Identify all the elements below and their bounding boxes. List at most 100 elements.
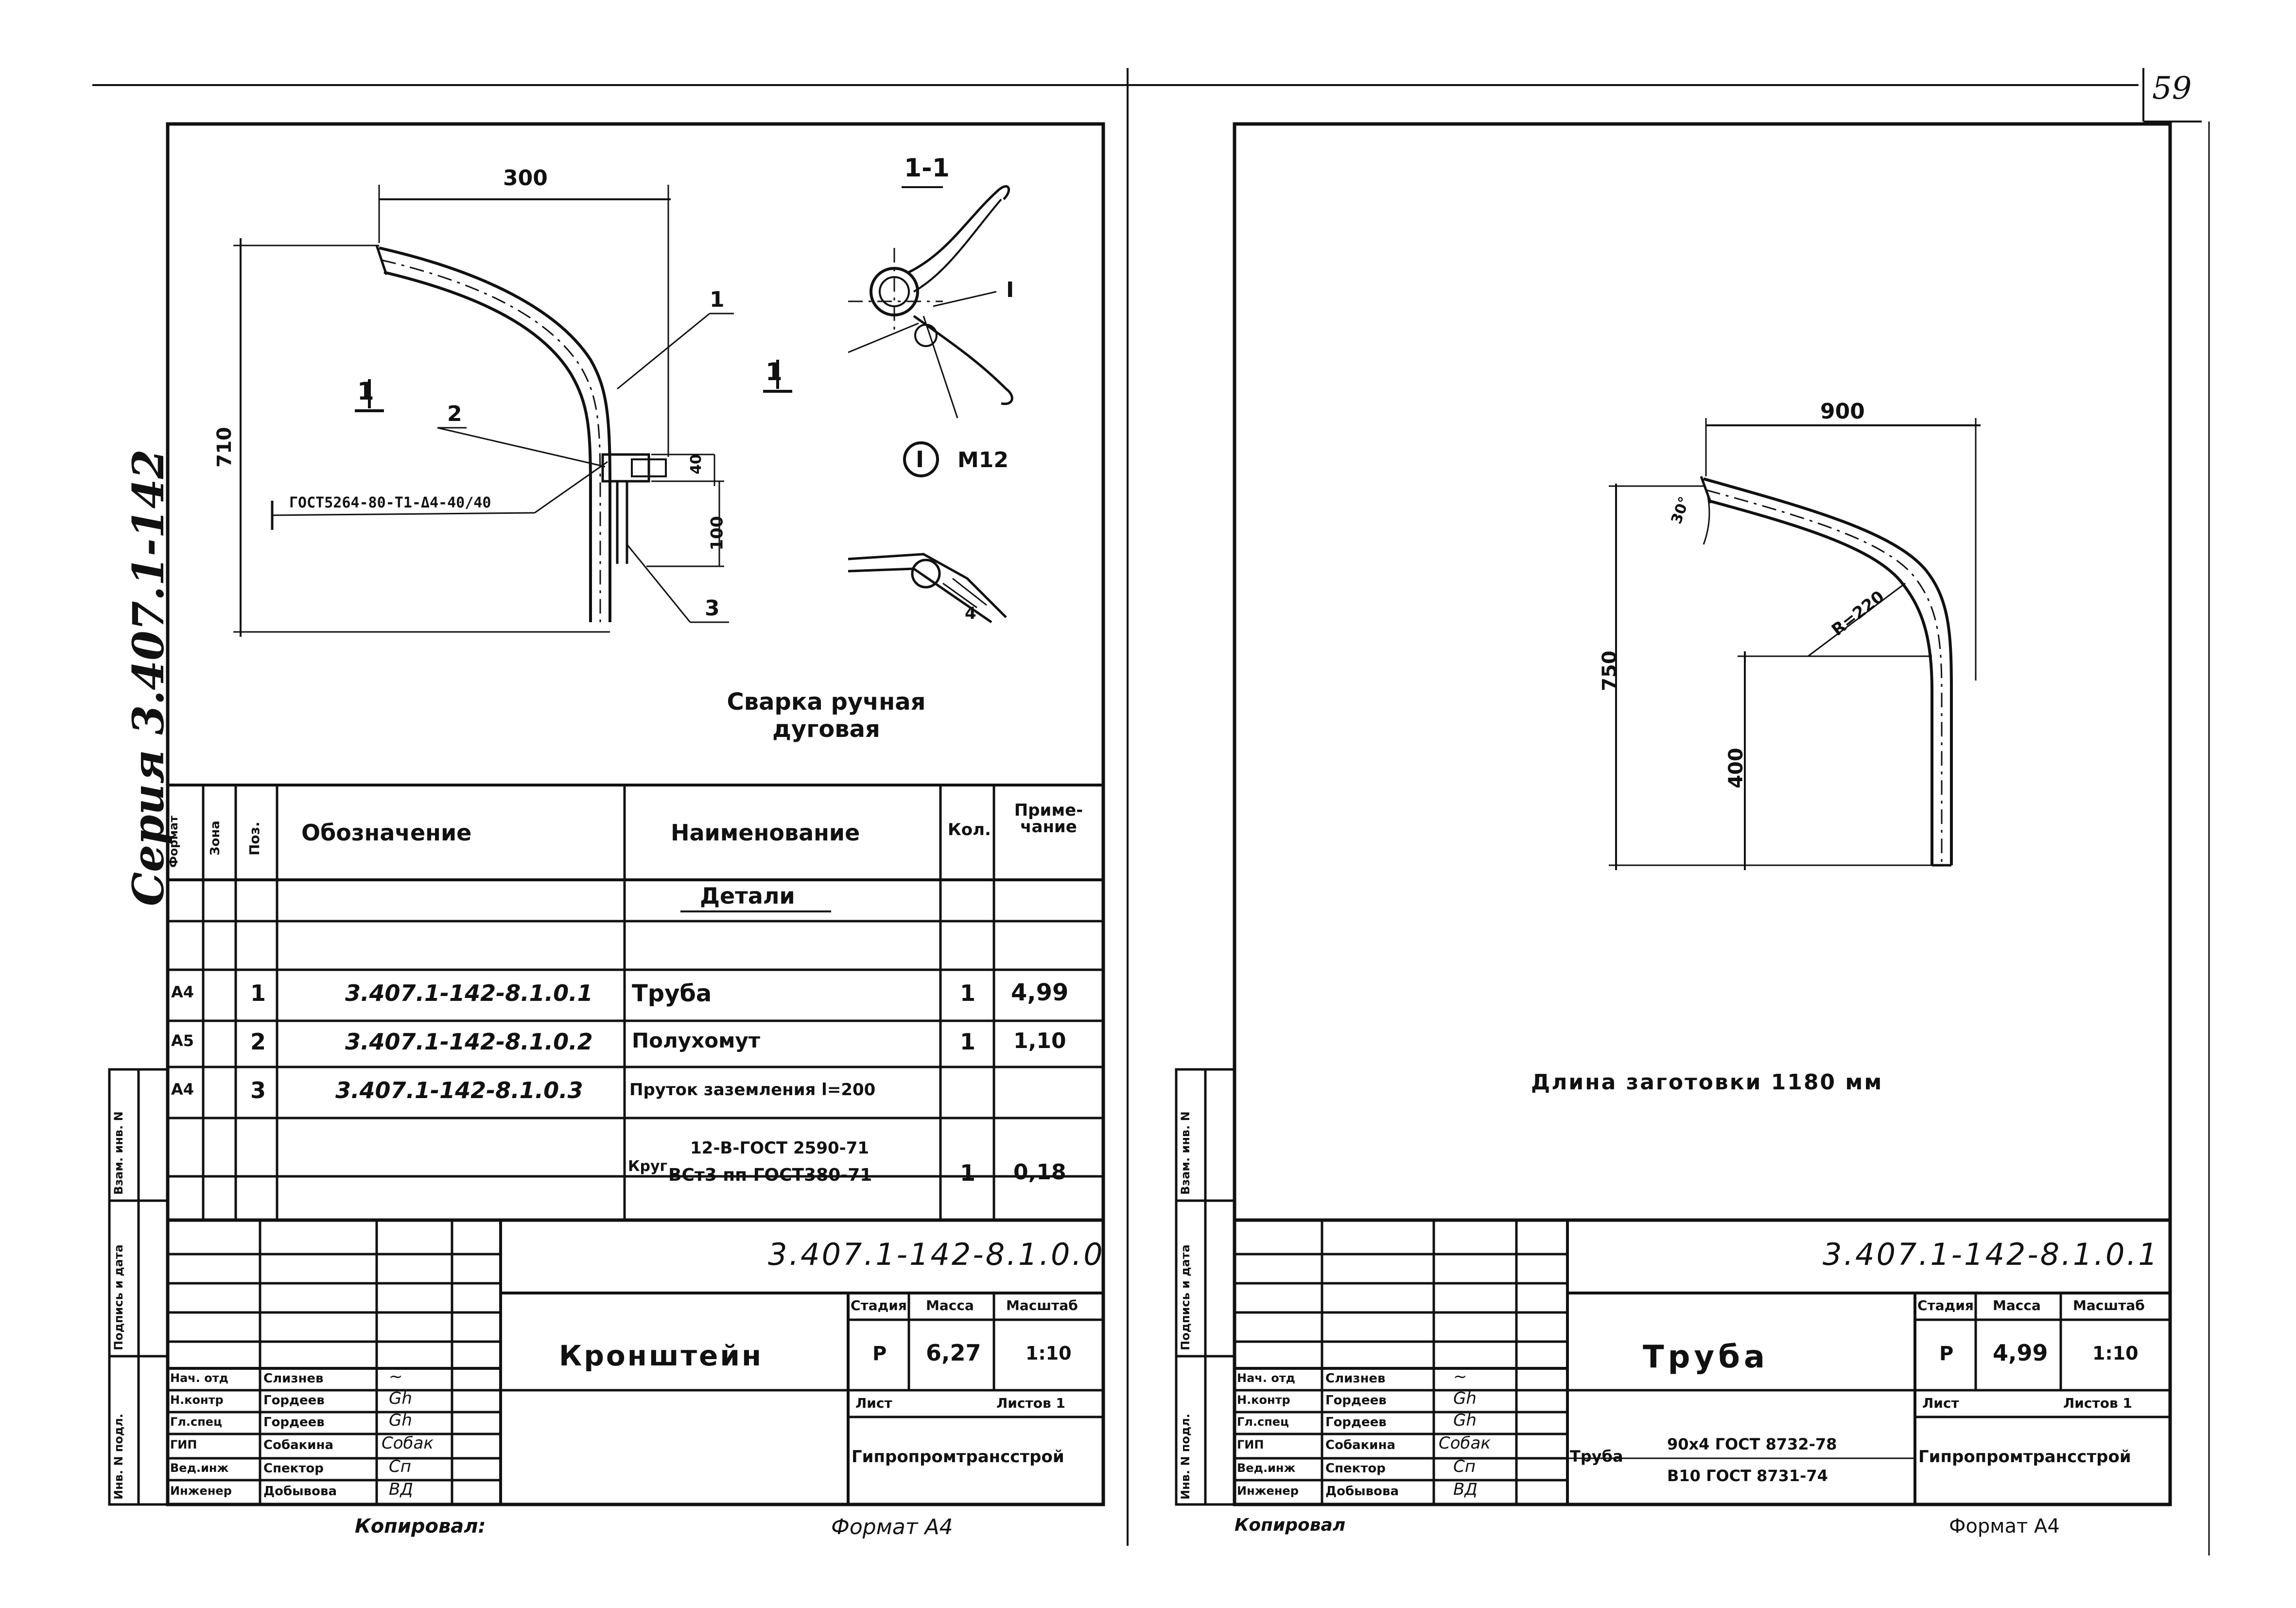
row1-qty: 1 xyxy=(960,980,976,1006)
th-note: Приме-чание xyxy=(1014,801,1083,837)
right-sheet-label: Лист xyxy=(1922,1395,1959,1411)
extra-row-line1: 12-В-ГОСТ 2590-71 xyxy=(690,1138,870,1158)
left-role-2: Гл.спец xyxy=(170,1415,222,1429)
left-sheets-label: Листов 1 xyxy=(996,1395,1065,1411)
right-role-3: ГИП xyxy=(1237,1438,1264,1451)
callout-2: 2 xyxy=(447,402,462,426)
weld-note-line2: дуговая xyxy=(772,716,880,743)
cut-mark-right: 1 xyxy=(765,358,783,386)
row3-name: Пруток заземления l=200 xyxy=(629,1080,876,1100)
row2-name: Полухомут xyxy=(632,1029,761,1052)
th-pos: Поз. xyxy=(246,821,262,856)
dim-height-left: 710 xyxy=(213,427,236,468)
series-vertical-label: Серия 3.407.1-142 xyxy=(123,449,174,906)
left-role-0: Нач. отд xyxy=(170,1371,229,1385)
left-role-1: Н.контр xyxy=(170,1393,224,1407)
left-name-1: Гордеев xyxy=(263,1393,325,1408)
right-footer-copied: Копировал xyxy=(1235,1515,1346,1535)
extra-row-qty: 1 xyxy=(960,1160,976,1186)
left-footer-copied: Копировал: xyxy=(355,1515,486,1538)
row3-format: А4 xyxy=(171,1080,194,1099)
left-side-label-0: Взам. инв. N xyxy=(112,1111,125,1195)
right-dim-width-top: 900 xyxy=(1820,399,1865,424)
left-stamp-title: Кронштейн xyxy=(559,1339,764,1372)
left-name-2: Гордеев xyxy=(263,1415,325,1430)
right-side-label-0: Взам. инв. N xyxy=(1179,1111,1192,1195)
right-name-2: Гордеев xyxy=(1325,1415,1387,1430)
th-qty: Кол. xyxy=(948,820,991,839)
detail-bolt-label: М12 xyxy=(957,448,1009,472)
left-scale-label: Масштаб xyxy=(1006,1297,1078,1313)
left-sign-5: ВД xyxy=(389,1480,413,1499)
right-blank-length: Длина заготовки 1180 мм xyxy=(1531,1070,1883,1095)
right-sheets-label: Листов 1 xyxy=(2063,1395,2132,1411)
left-sheet-label: Лист xyxy=(855,1395,892,1411)
callout-1: 1 xyxy=(710,287,725,312)
right-stage: Р xyxy=(1939,1343,1954,1365)
left-scale: 1:10 xyxy=(1026,1343,1072,1364)
left-sign-2: Gh xyxy=(389,1411,412,1430)
left-stage: Р xyxy=(872,1343,887,1365)
row1-name: Труба xyxy=(632,980,712,1007)
left-footer-format: Формат А4 xyxy=(831,1515,953,1539)
left-stage-label: Стадия xyxy=(851,1297,907,1313)
left-sign-1: Gh xyxy=(389,1389,412,1408)
row2-qty: 1 xyxy=(960,1029,976,1055)
right-material-line2: В10 ГОСТ 8731-74 xyxy=(1667,1467,1828,1485)
right-role-4: Вед.инж xyxy=(1237,1461,1296,1475)
left-side-label-1: Подпись и дата xyxy=(112,1244,125,1350)
right-scale-label: Масштаб xyxy=(2073,1297,2145,1313)
weld-note: Сварка ручная дуговая xyxy=(680,690,972,741)
right-stamp-code: 3.407.1-142-8.1.0.1 xyxy=(1823,1237,2159,1272)
right-mass: 4,99 xyxy=(1993,1340,2048,1366)
left-sign-4: Сп xyxy=(389,1457,411,1476)
row1-designation: 3.407.1-142-8.1.0.1 xyxy=(345,980,593,1006)
extra-row-prefix: Круг xyxy=(628,1158,668,1175)
right-dim-400: 400 xyxy=(1724,748,1747,788)
detail-weld-leg: 4 xyxy=(965,604,976,623)
right-sign-1: Gh xyxy=(1453,1389,1477,1408)
left-sign-0: ~ xyxy=(389,1367,403,1386)
right-name-3: Собакина xyxy=(1325,1438,1396,1452)
right-side-label-2: Инв. N подл. xyxy=(1179,1414,1192,1500)
dim-100: 100 xyxy=(707,516,727,551)
right-sign-0: ~ xyxy=(1453,1367,1467,1386)
right-stamp-title: Труба xyxy=(1643,1339,1769,1375)
left-stamp-code: 3.407.1-142-8.1.0.0 xyxy=(768,1237,1105,1272)
left-name-0: Слизнев xyxy=(263,1371,324,1386)
page-number: 59 xyxy=(2152,70,2192,106)
right-org: Гипропромтрансстрой xyxy=(1918,1447,2131,1467)
weld-symbol: ГОСТ5264-80-Т1-Δ4-40/40 xyxy=(289,494,491,511)
right-material-line1: 90x4 ГОСТ 8732-78 xyxy=(1667,1435,1837,1453)
extra-row-line2: ВСт3 пп ГОСТ380-71 xyxy=(668,1165,872,1185)
right-sign-4: Сп xyxy=(1453,1457,1476,1476)
row2-designation: 3.407.1-142-8.1.0.2 xyxy=(345,1029,593,1055)
row2-pos: 2 xyxy=(250,1029,266,1055)
weld-note-line1: Сварка ручная xyxy=(727,688,926,716)
right-sign-2: Gh xyxy=(1453,1411,1477,1430)
th-format: Формат xyxy=(167,815,180,868)
row2-format: А5 xyxy=(171,1031,194,1050)
cut-mark-left: 1 xyxy=(357,377,374,405)
section-cut-roman: I xyxy=(1006,278,1014,302)
right-name-1: Гордеев xyxy=(1325,1393,1387,1408)
left-side-label-2: Инв. N подл. xyxy=(112,1414,125,1500)
dim-40: 40 xyxy=(687,454,705,474)
row1-note: 4,99 xyxy=(1011,979,1069,1006)
th-name: Наименование xyxy=(671,820,860,846)
th-zone: Зона xyxy=(208,821,223,856)
extra-row-note: 0,18 xyxy=(1013,1160,1066,1185)
callout-3: 3 xyxy=(705,596,720,621)
right-sign-3: Собак xyxy=(1439,1433,1491,1453)
right-stage-label: Стадия xyxy=(1917,1297,1974,1313)
left-role-3: ГИП xyxy=(170,1438,197,1451)
row1-pos: 1 xyxy=(250,980,266,1006)
left-mass-label: Масса xyxy=(926,1297,974,1313)
right-role-0: Нач. отд xyxy=(1237,1371,1296,1385)
right-role-2: Гл.спец xyxy=(1237,1415,1289,1429)
left-name-4: Спектор xyxy=(263,1461,324,1476)
right-role-5: Инженер xyxy=(1237,1484,1299,1498)
left-sign-3: Собак xyxy=(382,1433,434,1453)
row3-designation: 3.407.1-142-8.1.0.3 xyxy=(335,1077,583,1103)
